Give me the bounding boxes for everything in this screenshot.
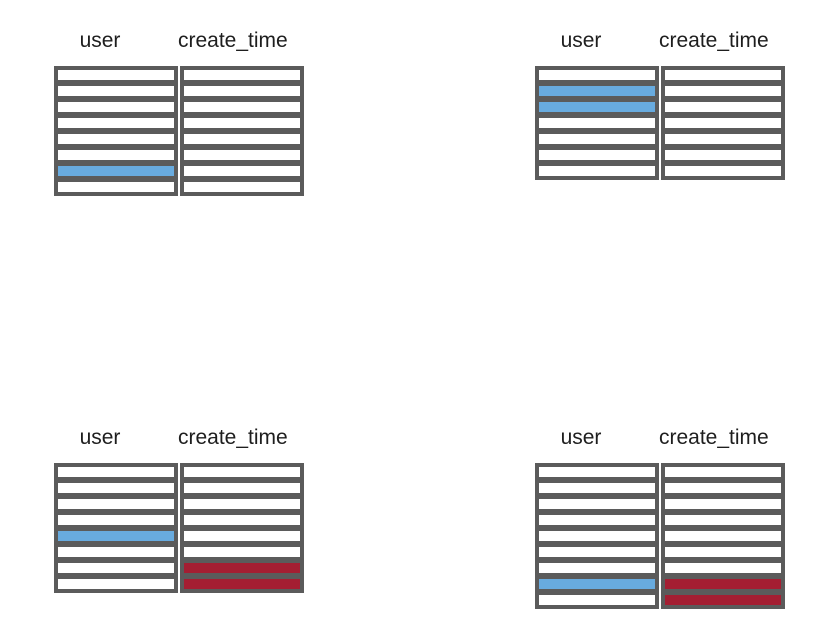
table-row — [665, 563, 781, 573]
table-row — [665, 531, 781, 541]
table-row — [184, 118, 300, 128]
table-row — [184, 182, 300, 192]
column-header-user: user — [79, 29, 121, 52]
table-row — [665, 102, 781, 112]
table-row-highlight-blue — [539, 86, 655, 96]
table-row — [539, 150, 655, 160]
diagram-top-left: user create_time — [54, 28, 304, 196]
table-row-highlight-red — [184, 563, 300, 573]
table — [54, 66, 304, 196]
column-create-time — [180, 463, 304, 593]
table-row-highlight-red — [184, 579, 300, 589]
column-headers: user create_time — [54, 425, 304, 451]
table-row — [184, 467, 300, 477]
table-row — [58, 86, 174, 96]
column-header-user: user — [560, 29, 602, 52]
table-row — [184, 499, 300, 509]
table-row — [665, 467, 781, 477]
table — [54, 463, 304, 593]
table-row-highlight-red — [665, 595, 781, 605]
table-row — [539, 118, 655, 128]
table-row — [539, 467, 655, 477]
column-header-user: user — [79, 426, 121, 449]
table-row — [184, 166, 300, 176]
table-row — [184, 86, 300, 96]
column-headers: user create_time — [54, 28, 304, 54]
table-row — [539, 563, 655, 573]
table-row — [665, 515, 781, 525]
column-user — [54, 463, 178, 593]
column-header-user: user — [560, 426, 602, 449]
table-row — [58, 547, 174, 557]
table-row — [665, 547, 781, 557]
diagram-top-right: user create_time — [535, 28, 785, 180]
table-row — [58, 182, 174, 192]
table-row — [665, 86, 781, 96]
table-row — [665, 483, 781, 493]
table-row — [539, 499, 655, 509]
table-row — [539, 547, 655, 557]
table-row — [665, 70, 781, 80]
table-row — [58, 134, 174, 144]
table-row-highlight-blue — [539, 579, 655, 589]
column-header-create-time: create_time — [659, 426, 769, 449]
column-header-create-time: create_time — [178, 426, 288, 449]
table-row-highlight-blue — [539, 102, 655, 112]
table — [535, 463, 785, 609]
table-row — [58, 563, 174, 573]
table-row — [58, 70, 174, 80]
column-headers: user create_time — [535, 28, 785, 54]
table-row — [665, 166, 781, 176]
column-user — [535, 463, 659, 609]
column-create-time — [661, 66, 785, 180]
table-row — [539, 515, 655, 525]
table-row — [665, 499, 781, 509]
table-row — [539, 70, 655, 80]
column-header-create-time: create_time — [659, 29, 769, 52]
table-row — [184, 134, 300, 144]
table-row — [58, 102, 174, 112]
table-row — [539, 134, 655, 144]
table-row-highlight-red — [665, 579, 781, 589]
table — [535, 66, 785, 180]
table-row — [58, 499, 174, 509]
table-row — [58, 483, 174, 493]
table-row — [539, 531, 655, 541]
table-row — [184, 150, 300, 160]
table-row — [58, 515, 174, 525]
table-row — [184, 531, 300, 541]
table-row — [58, 150, 174, 160]
table-row — [58, 579, 174, 589]
diagram-bottom-left: user create_time — [54, 425, 304, 593]
table-row — [184, 483, 300, 493]
table-row — [184, 547, 300, 557]
column-user — [535, 66, 659, 180]
table-row — [58, 118, 174, 128]
table-row — [58, 467, 174, 477]
column-header-create-time: create_time — [178, 29, 288, 52]
table-row — [539, 483, 655, 493]
column-create-time — [661, 463, 785, 609]
table-row — [665, 118, 781, 128]
column-headers: user create_time — [535, 425, 785, 451]
table-row — [184, 70, 300, 80]
table-row — [539, 595, 655, 605]
column-create-time — [180, 66, 304, 196]
diagram-bottom-right: user create_time — [535, 425, 785, 609]
table-row-highlight-blue — [58, 166, 174, 176]
column-user — [54, 66, 178, 196]
table-row — [665, 150, 781, 160]
table-row — [665, 134, 781, 144]
table-row — [539, 166, 655, 176]
table-row — [184, 102, 300, 112]
table-row-highlight-blue — [58, 531, 174, 541]
table-row — [184, 515, 300, 525]
